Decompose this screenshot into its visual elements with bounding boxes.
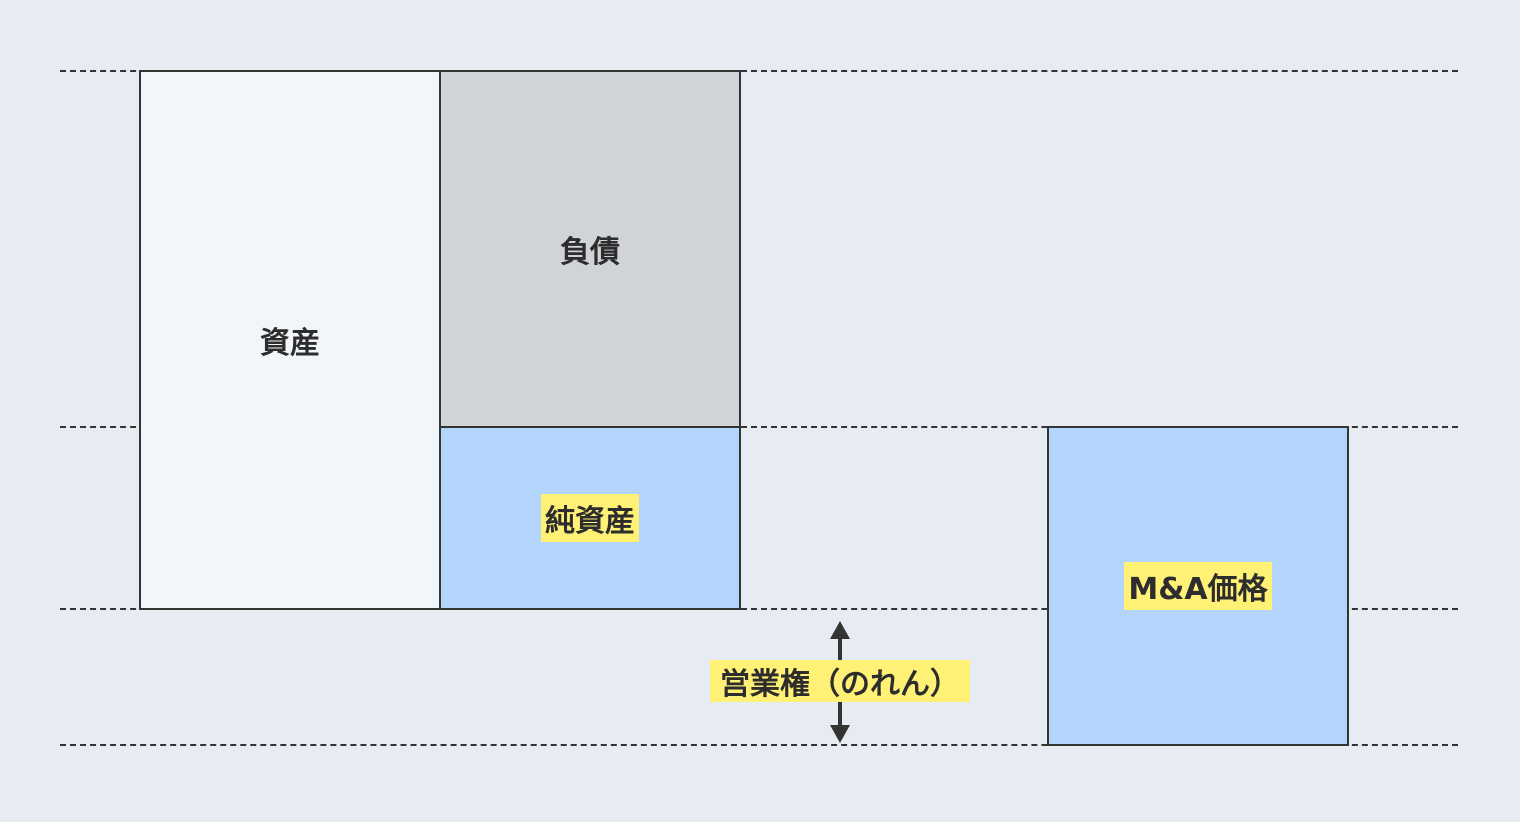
arrow-up-icon xyxy=(830,621,850,639)
ma-price-label: M&A価格 xyxy=(1124,562,1272,610)
ma-price-box: M&A価格 xyxy=(1047,426,1349,746)
goodwill-label: 営業権（のれん） xyxy=(710,660,970,702)
net-assets-label: 純資産 xyxy=(541,494,639,542)
guide-line-liabilities xyxy=(60,426,1458,428)
arrow-shaft-down xyxy=(838,700,842,728)
guide-line-assets-bottom xyxy=(60,608,1458,610)
goodwill-text: 営業権（のれん） xyxy=(720,667,960,702)
assets-label: 資産 xyxy=(260,326,320,361)
arrow-down-icon xyxy=(830,725,850,743)
guide-line-top xyxy=(60,70,1458,72)
liabilities-label: 負債 xyxy=(560,235,620,270)
net-assets-box: 純資産 xyxy=(439,426,741,610)
liabilities-box: 負債 xyxy=(439,70,741,428)
assets-box: 資産 xyxy=(139,70,441,610)
arrow-shaft-up xyxy=(838,636,842,662)
guide-line-ma-bottom xyxy=(60,744,1458,746)
